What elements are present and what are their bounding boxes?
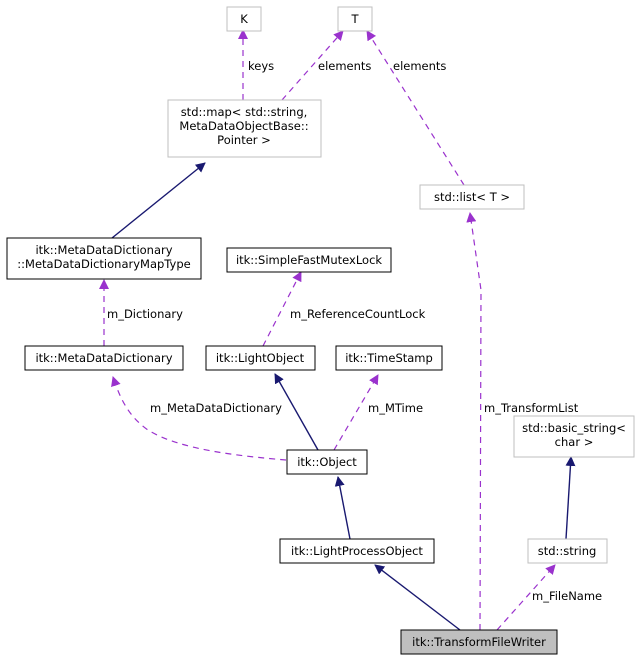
node-label-line: char > [555,435,594,449]
node-label-line: std::map< std::string, [181,105,308,119]
node-simplefastmutexlock[interactable]: itk::SimpleFastMutexLock [226,247,392,273]
edge-use-mtime [333,374,379,451]
node-label-line: std::list< T > [434,190,510,204]
nodes: K T std::map< std::string,MetaDataObject… [6,6,635,655]
node-k-label: K [240,12,248,26]
edge-label-refcountlock: m_ReferenceCountLock [290,307,426,321]
node-timestamp-label: itk::TimeStamp [345,351,433,365]
node-t[interactable]: T [337,6,373,32]
edge-label-metadatadictionary: m_MetaDataDictionary [150,401,282,415]
edge-use-transformlist [466,212,482,631]
node-std-list-label: std::list< T > [434,190,510,204]
edge-label-elements-map: elements [318,59,371,73]
edge-inherit-lightprocess-object [334,476,351,540]
node-metadatadictionary-maptype-label: itk::MetaDataDictionary::MetaDataDiction… [17,243,190,271]
node-basic-string[interactable]: std::basic_string<char > [513,415,635,458]
node-label-line: std::string [538,544,597,558]
node-label-line: T [350,12,359,26]
node-k[interactable]: K [226,6,262,32]
node-object[interactable]: itk::Object [286,449,368,475]
edge-label-transformlist: m_TransformList [484,401,579,415]
edge-label-mtime: m_MTime [368,401,423,415]
edge-use-refcountlock [262,271,302,347]
edge-inherit-maptype-stdmap [111,162,206,239]
node-timestamp[interactable]: itk::TimeStamp [335,345,443,371]
node-label-line: itk::Object [297,455,357,469]
node-basic-string-label: std::basic_string<char > [522,421,626,449]
node-label-line: itk::LightProcessObject [291,544,423,558]
node-lightprocessobject-label: itk::LightProcessObject [291,544,423,558]
node-object-label: itk::Object [297,455,357,469]
node-transformfilewriter-label: itk::TransformFileWriter [412,635,546,649]
node-label-line: itk::MetaDataDictionary [35,351,172,365]
edge-inherit-object-lightobject [274,373,319,451]
node-std-string-label: std::string [538,544,597,558]
edge-inherit-writer-lightprocess [374,564,461,631]
edge-inherit-stdstring-basicstring [565,456,576,540]
edge-use-filename [496,564,556,631]
edge-label-keys: keys [248,59,274,73]
node-std-list[interactable]: std::list< T > [419,184,525,210]
node-std-map[interactable]: std::map< std::string,MetaDataObjectBase… [167,99,322,158]
edges: keys elements elements m_Dictionary m_Re… [99,29,602,631]
node-simplefastmutexlock-label: itk::SimpleFastMutexLock [236,253,382,267]
node-label-line: MetaDataObjectBase:: [179,119,308,133]
edge-use-elements-map [281,30,344,101]
node-lightobject-label: itk::LightObject [216,351,305,365]
node-label-line: itk::TransformFileWriter [412,635,546,649]
edge-use-metadatadictionary [111,376,287,461]
node-t-label: T [350,12,359,26]
node-label-line: itk::TimeStamp [345,351,433,365]
node-metadatadictionary[interactable]: itk::MetaDataDictionary [24,345,184,371]
node-metadatadictionary-maptype[interactable]: itk::MetaDataDictionary::MetaDataDiction… [6,237,202,280]
node-lightobject[interactable]: itk::LightObject [205,345,316,371]
edge-label-elements-list: elements [393,59,446,73]
node-label-line: std::basic_string< [522,421,626,435]
node-label-line: itk::MetaDataDictionary [35,243,172,257]
node-std-map-label: std::map< std::string,MetaDataObjectBase… [179,105,308,147]
edge-use-elements-list [366,30,465,186]
node-label-line: itk::SimpleFastMutexLock [236,253,382,267]
edge-label-dictionary: m_Dictionary [107,307,183,321]
edge-label-filename: m_FileName [532,589,602,603]
node-lightprocessobject[interactable]: itk::LightProcessObject [279,538,435,564]
node-label-line: ::MetaDataDictionaryMapType [17,257,190,271]
node-std-string[interactable]: std::string [527,538,608,564]
node-transformfilewriter[interactable]: itk::TransformFileWriter [400,629,558,655]
node-label-line: itk::LightObject [216,351,305,365]
node-label-line: K [240,12,248,26]
node-label-line: Pointer > [217,133,271,147]
node-metadatadictionary-label: itk::MetaDataDictionary [35,351,172,365]
